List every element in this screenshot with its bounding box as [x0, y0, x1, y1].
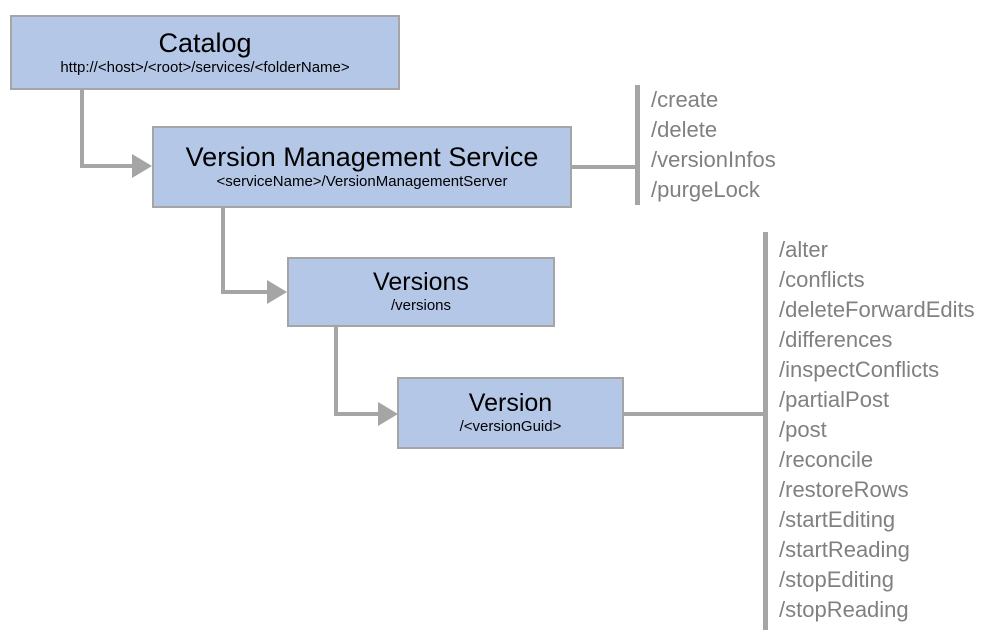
node-version-management-service-title: Version Management Service: [185, 142, 539, 173]
arrowhead-catalog-to-service: [132, 154, 152, 178]
endpoint-item[interactable]: /stopReading: [779, 597, 909, 622]
endpoint-item[interactable]: /conflicts: [779, 267, 865, 292]
endpoint-item[interactable]: /alter: [779, 237, 828, 262]
connector-service-to-operations: [572, 165, 639, 169]
node-catalog-title: Catalog: [158, 27, 252, 58]
node-versions[interactable]: Versions /versions: [287, 257, 555, 327]
endpoint-item[interactable]: /startReading: [779, 537, 910, 562]
arrowhead-service-to-versions: [267, 280, 287, 304]
node-versions-title: Versions: [373, 268, 469, 297]
connector-catalog-to-service-vertical: [80, 90, 84, 168]
endpoint-item[interactable]: /startEditing: [779, 507, 896, 532]
service-operations-list: /create /delete /versionInfos /purgeLock: [651, 85, 776, 205]
node-version-title: Version: [468, 389, 553, 418]
node-catalog-subtitle: http://<host>/<root>/services/<folderNam…: [60, 58, 350, 76]
endpoint-item[interactable]: /inspectConflicts: [779, 357, 940, 382]
endpoint-item[interactable]: /reconcile: [779, 447, 874, 472]
endpoint-item[interactable]: /create: [651, 87, 719, 112]
endpoint-item[interactable]: /deleteForwardEdits: [779, 297, 975, 322]
node-version-management-service[interactable]: Version Management Service <serviceName>…: [152, 126, 572, 208]
connector-versions-to-version-horizontal: [334, 412, 382, 416]
version-operations-list: /alter /conflicts /deleteForwardEdits /d…: [779, 235, 975, 625]
endpoint-item[interactable]: /differences: [779, 327, 893, 352]
connector-catalog-to-service-horizontal: [80, 164, 136, 168]
endpoint-item[interactable]: /partialPost: [779, 387, 890, 412]
node-version[interactable]: Version /<versionGuid>: [397, 377, 624, 449]
connector-service-to-versions-vertical: [221, 208, 225, 294]
connector-service-to-versions-horizontal: [221, 290, 271, 294]
connector-version-to-operations: [624, 412, 767, 416]
bracket-version-operations: [763, 232, 768, 630]
arrowhead-versions-to-version: [378, 402, 398, 426]
bracket-service-operations: [635, 85, 640, 205]
node-version-subtitle: /<versionGuid>: [459, 418, 562, 436]
endpoint-item[interactable]: /stopEditing: [779, 567, 894, 592]
node-catalog[interactable]: Catalog http://<host>/<root>/services/<f…: [10, 15, 400, 90]
node-version-management-service-subtitle: <serviceName>/VersionManagementServer: [216, 173, 508, 191]
node-versions-subtitle: /versions: [390, 297, 452, 315]
endpoint-item[interactable]: /post: [779, 417, 827, 442]
connector-versions-to-version-vertical: [334, 327, 338, 416]
endpoint-item[interactable]: /purgeLock: [651, 177, 760, 202]
endpoint-item[interactable]: /versionInfos: [651, 147, 776, 172]
endpoint-item[interactable]: /restoreRows: [779, 477, 909, 502]
endpoint-item[interactable]: /delete: [651, 117, 718, 142]
